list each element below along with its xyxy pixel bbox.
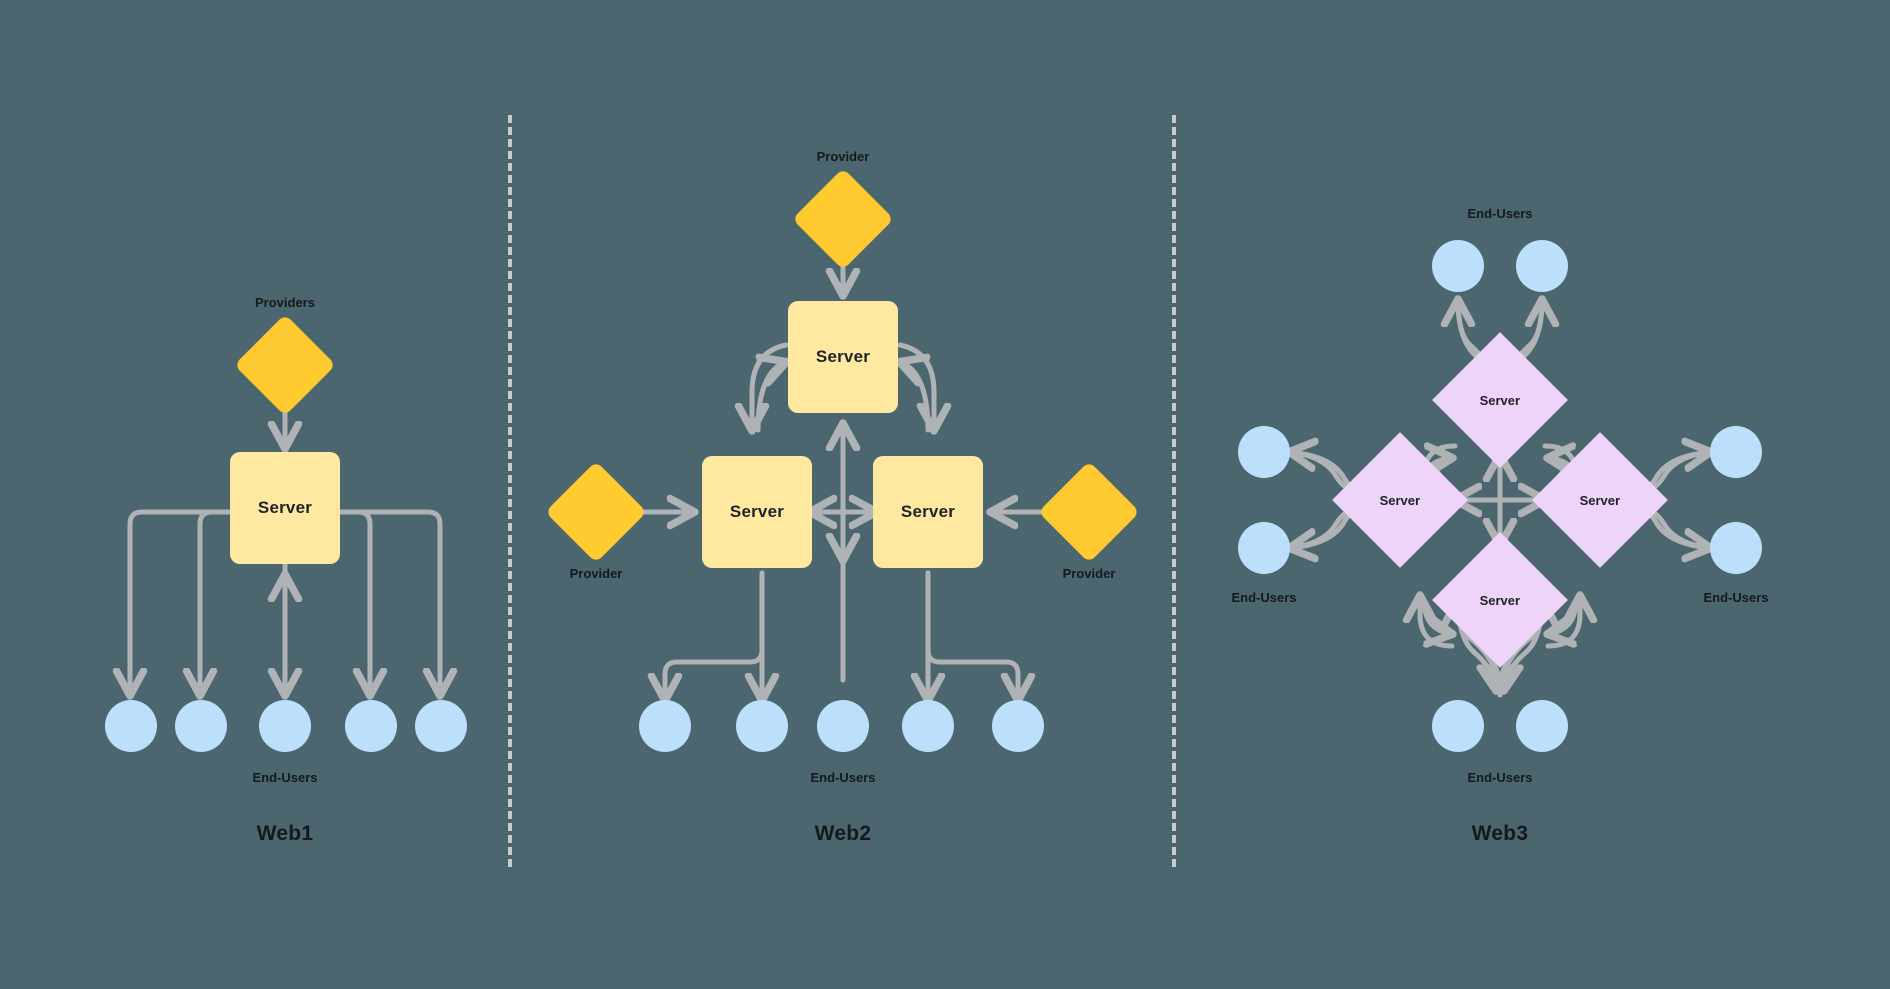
web2-end-user-1[interactable] — [639, 700, 691, 752]
web1-server-box[interactable]: Server — [230, 452, 340, 564]
web1-providers-label: Providers — [255, 295, 315, 310]
web2-end-user-3[interactable] — [817, 700, 869, 752]
web2-end-user-4[interactable] — [902, 700, 954, 752]
web1-provider-diamond[interactable] — [234, 314, 336, 416]
web2-left-provider-label: Provider — [569, 566, 623, 581]
web2-right-server-label: Server — [900, 502, 956, 521]
web1-end-user-3[interactable] — [259, 700, 311, 752]
web3-panel-title: Web3 — [1471, 822, 1529, 845]
web3-end-user-top-right[interactable] — [1516, 240, 1568, 292]
web3-right-server-diamond[interactable]: Server — [1532, 432, 1668, 568]
web3-end-user-bottom-left[interactable] — [1432, 700, 1484, 752]
web3-left-server-diamond[interactable]: Server — [1332, 432, 1468, 568]
web2-right-server-box[interactable]: Server — [873, 456, 983, 568]
web3-bottom-end-users-label: End-Users — [1467, 770, 1533, 785]
web3-top-server-diamond[interactable]: Server — [1432, 332, 1568, 468]
web2-left-server-label: Server — [729, 502, 785, 521]
web1-end-user-4[interactable] — [345, 700, 397, 752]
web3-left-server-label: Server — [1379, 492, 1421, 508]
web3-bottom-server-diamond[interactable]: Server — [1432, 532, 1568, 668]
web3-top-server-label: Server — [1479, 392, 1521, 408]
web1-end-user-5[interactable] — [415, 700, 467, 752]
web1-end-users-label: End-Users — [252, 770, 318, 785]
web2-end-user-5[interactable] — [992, 700, 1044, 752]
web2-top-provider-diamond[interactable] — [792, 168, 894, 270]
web1-end-user-1[interactable] — [105, 700, 157, 752]
web2-top-server-label: Server — [815, 347, 871, 366]
web3-end-user-right-top[interactable] — [1710, 426, 1762, 478]
web2-top-server-box[interactable]: Server — [788, 301, 898, 413]
web2-right-provider-label: Provider — [1062, 566, 1116, 581]
web2-panel-title: Web2 — [814, 822, 872, 845]
web3-right-end-users-label: End-Users — [1703, 590, 1769, 605]
web3-top-end-users-label: End-Users — [1467, 206, 1533, 221]
web1-server-label: Server — [257, 498, 313, 517]
web2-left-provider-diamond[interactable] — [545, 461, 647, 563]
web2-top-provider-label: Provider — [816, 149, 870, 164]
web1-end-user-2[interactable] — [175, 700, 227, 752]
web3-right-server-label: Server — [1579, 492, 1621, 508]
web2-left-server-box[interactable]: Server — [702, 456, 812, 568]
panel-divider-1 — [508, 115, 512, 867]
web2-end-user-2[interactable] — [736, 700, 788, 752]
web1-panel-title: Web1 — [256, 822, 314, 845]
web3-end-user-left-top[interactable] — [1238, 426, 1290, 478]
web2-right-provider-diamond[interactable] — [1038, 461, 1140, 563]
web3-bottom-server-label: Server — [1479, 592, 1521, 608]
web3-end-user-right-bottom[interactable] — [1710, 522, 1762, 574]
web3-end-user-top-left[interactable] — [1432, 240, 1484, 292]
web3-left-end-users-label: End-Users — [1231, 590, 1297, 605]
web3-end-user-bottom-right[interactable] — [1516, 700, 1568, 752]
web3-end-user-left-bottom[interactable] — [1238, 522, 1290, 574]
panel-divider-2 — [1172, 115, 1176, 867]
web2-end-users-label: End-Users — [810, 770, 876, 785]
